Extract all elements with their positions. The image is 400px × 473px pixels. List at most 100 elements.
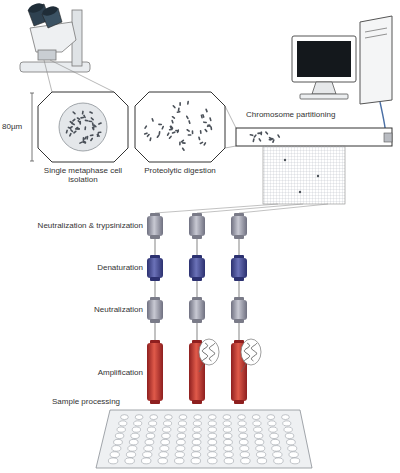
chromosome: [80, 117, 84, 119]
well: [193, 427, 201, 432]
well: [162, 433, 171, 438]
chromosome: [178, 107, 180, 111]
chromosome: [161, 125, 164, 129]
well: [126, 452, 135, 458]
chromosome: [144, 132, 148, 135]
well: [282, 415, 290, 420]
tube: [189, 281, 205, 323]
well: [223, 433, 232, 438]
chromosome: [156, 134, 160, 138]
tube: [231, 239, 247, 281]
chromosome: [76, 117, 80, 120]
chromosome: [186, 129, 190, 133]
step-label: Proteolytic digestion: [140, 166, 220, 175]
well: [224, 439, 233, 444]
chromosome: [203, 142, 206, 146]
microfluidic-chip: [236, 128, 392, 204]
chromosome: [84, 136, 88, 140]
well: [208, 439, 217, 444]
step-label: Sample processing: [52, 397, 152, 406]
well: [272, 446, 281, 452]
chromosomes-digested: [144, 101, 213, 152]
well: [177, 433, 186, 438]
tube: [147, 213, 163, 239]
well: [147, 427, 155, 432]
well: [193, 421, 201, 426]
well: [224, 452, 233, 458]
tube: [147, 281, 163, 323]
well: [254, 427, 262, 432]
chromosome: [172, 105, 176, 109]
chromosome: [265, 131, 269, 135]
computer: [292, 16, 392, 104]
well: [164, 421, 172, 426]
chromosome: [207, 124, 211, 127]
chromosome: [192, 130, 194, 134]
well: [268, 421, 276, 426]
tube-cap: [150, 277, 160, 281]
chromosome: [158, 124, 162, 126]
chromosome: [252, 138, 254, 142]
tube-cap: [234, 400, 244, 404]
microscope: [20, 2, 90, 72]
well: [146, 433, 155, 438]
chromosome: [77, 120, 81, 124]
tube-cap: [192, 400, 202, 404]
chromosome: [209, 117, 212, 121]
chromosome: [75, 126, 79, 130]
chromosome: [171, 116, 175, 120]
chromosome: [187, 101, 189, 105]
tube-body: [147, 300, 163, 320]
well: [208, 421, 216, 426]
well: [191, 458, 200, 464]
chromosome: [79, 141, 83, 144]
step-label: Neutralization: [8, 305, 143, 314]
chromosome: [179, 102, 181, 106]
chromosome: [268, 138, 272, 141]
well: [290, 458, 299, 464]
tube-cap: [234, 277, 244, 281]
chromosome: [204, 128, 208, 132]
chromosome: [170, 125, 174, 129]
field-octagons: [38, 92, 225, 162]
well: [257, 458, 266, 464]
step-label: Neutralization & trypsinization: [8, 221, 143, 230]
well: [141, 458, 150, 464]
well: [238, 427, 246, 432]
metaphase-cell: [59, 103, 107, 151]
well: [193, 433, 202, 438]
well: [253, 421, 261, 426]
tube: [189, 239, 205, 281]
chromosome: [172, 131, 176, 134]
well: [271, 439, 280, 444]
well: [121, 415, 129, 420]
tube-link: [196, 323, 197, 340]
tube-body: [189, 300, 205, 320]
tube-cap: [234, 319, 244, 323]
chromosome: [182, 142, 186, 144]
tube-body: [189, 258, 205, 278]
well: [223, 421, 231, 426]
chromosome: [144, 125, 147, 129]
chromosome: [200, 130, 202, 134]
chromosome: [85, 120, 89, 122]
chromosome: [90, 117, 94, 121]
chromosome: [66, 129, 69, 133]
well: [192, 446, 201, 452]
well: [159, 452, 168, 458]
chromosome: [146, 133, 150, 137]
tube-cap: [192, 277, 202, 281]
well: [192, 439, 201, 444]
well: [128, 446, 137, 452]
well: [208, 446, 217, 452]
well: [158, 458, 167, 464]
tube-cap: [234, 235, 244, 239]
chromosome: [258, 138, 261, 142]
tube: [231, 213, 247, 239]
tube-body: [147, 343, 163, 401]
chromosome: [175, 130, 179, 132]
tube-link: [196, 281, 197, 297]
tube: [147, 239, 163, 281]
well: [270, 433, 279, 438]
